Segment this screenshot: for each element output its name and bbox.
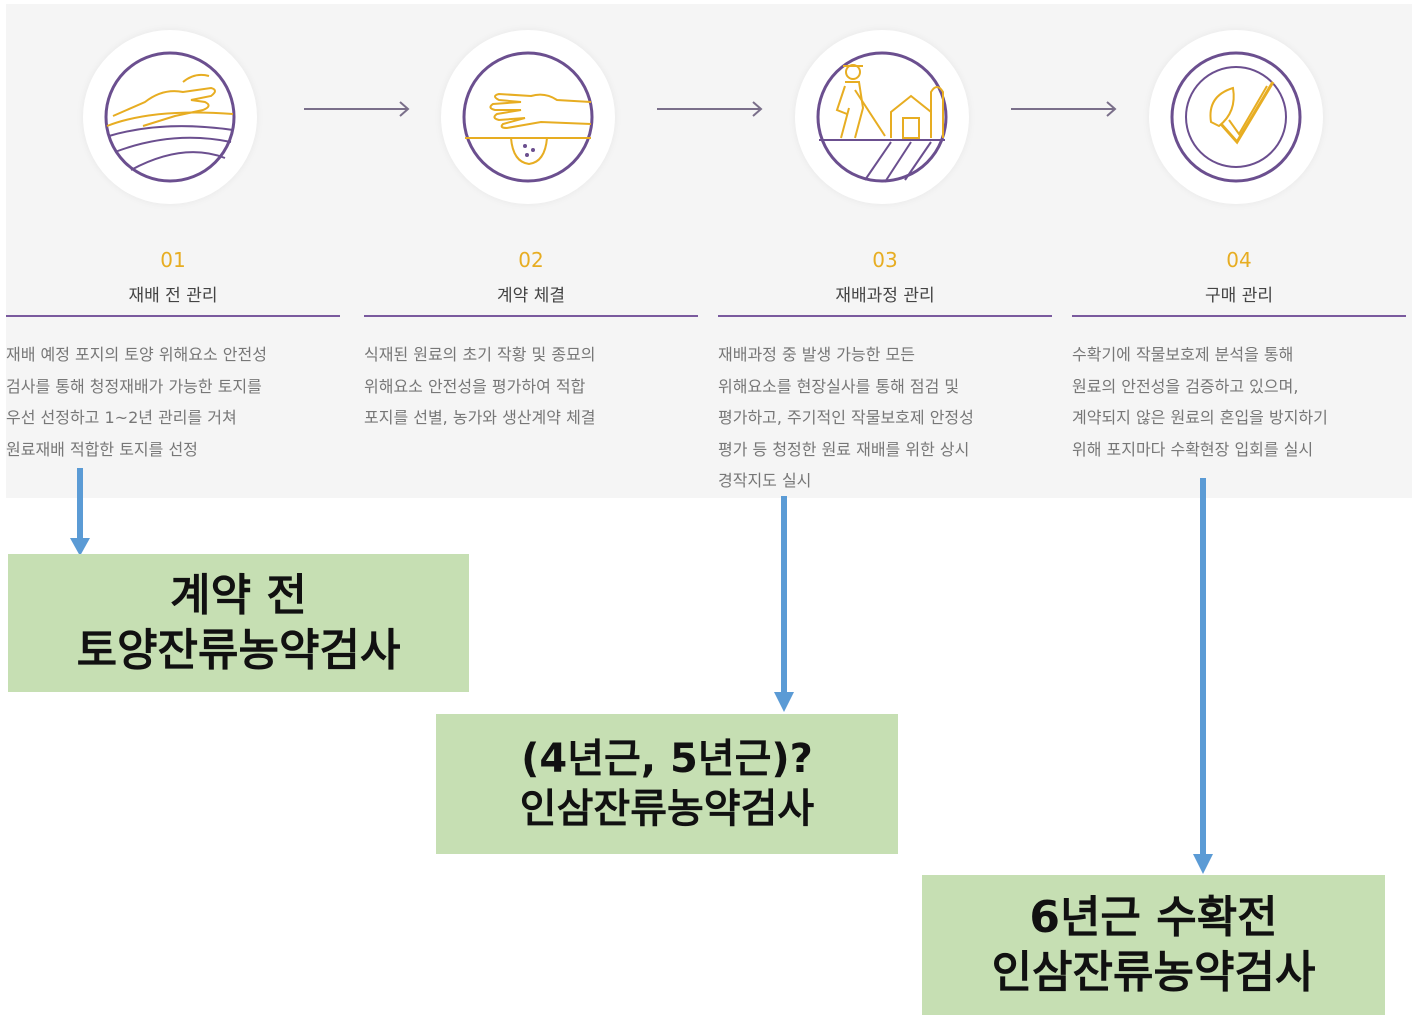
desc-line: 수확기에 작물보호제 분석을 통해 bbox=[1072, 345, 1294, 364]
step-divider bbox=[364, 315, 698, 317]
desc-line: 경작지도 실시 bbox=[718, 471, 812, 490]
desc-line: 위해 포지마다 수확현장 입회를 실시 bbox=[1072, 439, 1314, 459]
step-description: 재배과정 중 발생 가능한 모든 위해요소를 현장실사를 통해 점검 및 평가하… bbox=[718, 339, 1052, 497]
step-2: 02 계약 체결 식재된 원료의 초기 작황 및 종묘의 위해요소 안전성을 평… bbox=[364, 4, 698, 498]
callout-line: 인삼잔류농약검사 bbox=[519, 786, 815, 832]
callout-line: (4년근, 5년근)? bbox=[521, 736, 813, 782]
step-title: 재배과정 관리 bbox=[835, 286, 935, 306]
desc-line: 재배 예정 포지의 토양 위해요소 안전성 bbox=[6, 345, 267, 364]
step-number: 01 bbox=[160, 248, 186, 272]
callout-line: 6년근 수확전 bbox=[1029, 892, 1278, 943]
desc-line: 위해요소 안전성을 평가하여 적합 bbox=[364, 376, 586, 396]
step-1-circle bbox=[83, 30, 257, 204]
desc-line: 포지를 선별, 농가와 생산계약 체결 bbox=[364, 408, 596, 427]
callout-ginseng-test-harvest: 6년근 수확전 인삼잔류농약검사 bbox=[922, 875, 1385, 1015]
step-3: 03 재배과정 관리 재배과정 중 발생 가능한 모든 위해요소를 현장실사를 … bbox=[718, 4, 1052, 498]
farmer-barn-icon bbox=[816, 51, 948, 183]
desc-line: 재배과정 중 발생 가능한 모든 bbox=[718, 345, 915, 364]
callout-soil-test: 계약 전 토양잔류농약검사 bbox=[8, 554, 469, 692]
callout-line: 계약 전 bbox=[170, 570, 307, 621]
down-arrow-icon bbox=[1193, 478, 1213, 874]
flow-arrow-icon bbox=[1011, 101, 1117, 117]
desc-line: 계약되지 않은 원료의 혼입을 방지하기 bbox=[1072, 408, 1328, 427]
desc-line: 우선 선정하고 1~2년 관리를 거쳐 bbox=[6, 408, 237, 427]
callout-ginseng-test-mid: (4년근, 5년근)? 인삼잔류농약검사 bbox=[436, 714, 898, 854]
hand-soil-icon bbox=[104, 51, 236, 183]
step-number: 02 bbox=[518, 248, 544, 272]
step-description: 재배 예정 포지의 토양 위해요소 안전성 검사를 통해 청정재배가 가능한 토… bbox=[6, 339, 340, 465]
desc-line: 위해요소를 현장실사를 통해 점검 및 bbox=[718, 376, 960, 396]
step-title: 계약 체결 bbox=[497, 286, 565, 306]
step-title: 구매 관리 bbox=[1205, 286, 1273, 306]
hand-seed-icon bbox=[462, 51, 594, 183]
down-arrow-icon bbox=[774, 496, 794, 712]
step-description: 수확기에 작물보호제 분석을 통해 원료의 안전성을 검증하고 있으며, 계약되… bbox=[1072, 339, 1406, 465]
step-divider bbox=[718, 315, 1052, 317]
step-divider bbox=[1072, 315, 1406, 317]
callout-line: 인삼잔류농약검사 bbox=[991, 947, 1316, 998]
desc-line: 검사를 통해 청정재배가 가능한 토지를 bbox=[6, 376, 262, 396]
down-arrow-icon bbox=[70, 468, 90, 556]
step-description: 식재된 원료의 초기 작황 및 종묘의 위해요소 안전성을 평가하여 적합 포지… bbox=[364, 339, 698, 434]
desc-line: 평가하고, 주기적인 작물보호제 안정성 bbox=[718, 408, 974, 427]
step-number: 03 bbox=[872, 248, 898, 272]
desc-line: 식재된 원료의 초기 작황 및 종묘의 bbox=[364, 345, 596, 364]
flow-arrow-icon bbox=[304, 101, 410, 117]
desc-line: 평가 등 청정한 원료 재배를 위한 상시 bbox=[718, 439, 970, 459]
step-title: 재배 전 관리 bbox=[128, 286, 218, 306]
desc-line: 원료재배 적합한 토지를 선정 bbox=[6, 439, 198, 459]
callout-line: 토양잔류농약검사 bbox=[76, 625, 401, 676]
step-divider bbox=[6, 315, 340, 317]
leaf-check-icon bbox=[1170, 51, 1302, 183]
process-panel: 01 재배 전 관리 재배 예정 포지의 토양 위해요소 안전성 검사를 통해 … bbox=[6, 4, 1412, 498]
desc-line: 원료의 안전성을 검증하고 있으며, bbox=[1072, 376, 1299, 396]
step-3-circle bbox=[795, 30, 969, 204]
step-2-circle bbox=[441, 30, 615, 204]
step-4-circle bbox=[1149, 30, 1323, 204]
flow-arrow-icon bbox=[657, 101, 763, 117]
step-number: 04 bbox=[1226, 248, 1252, 272]
step-4: 04 구매 관리 수확기에 작물보호제 분석을 통해 원료의 안전성을 검증하고… bbox=[1072, 4, 1406, 498]
step-1: 01 재배 전 관리 재배 예정 포지의 토양 위해요소 안전성 검사를 통해 … bbox=[6, 4, 340, 498]
